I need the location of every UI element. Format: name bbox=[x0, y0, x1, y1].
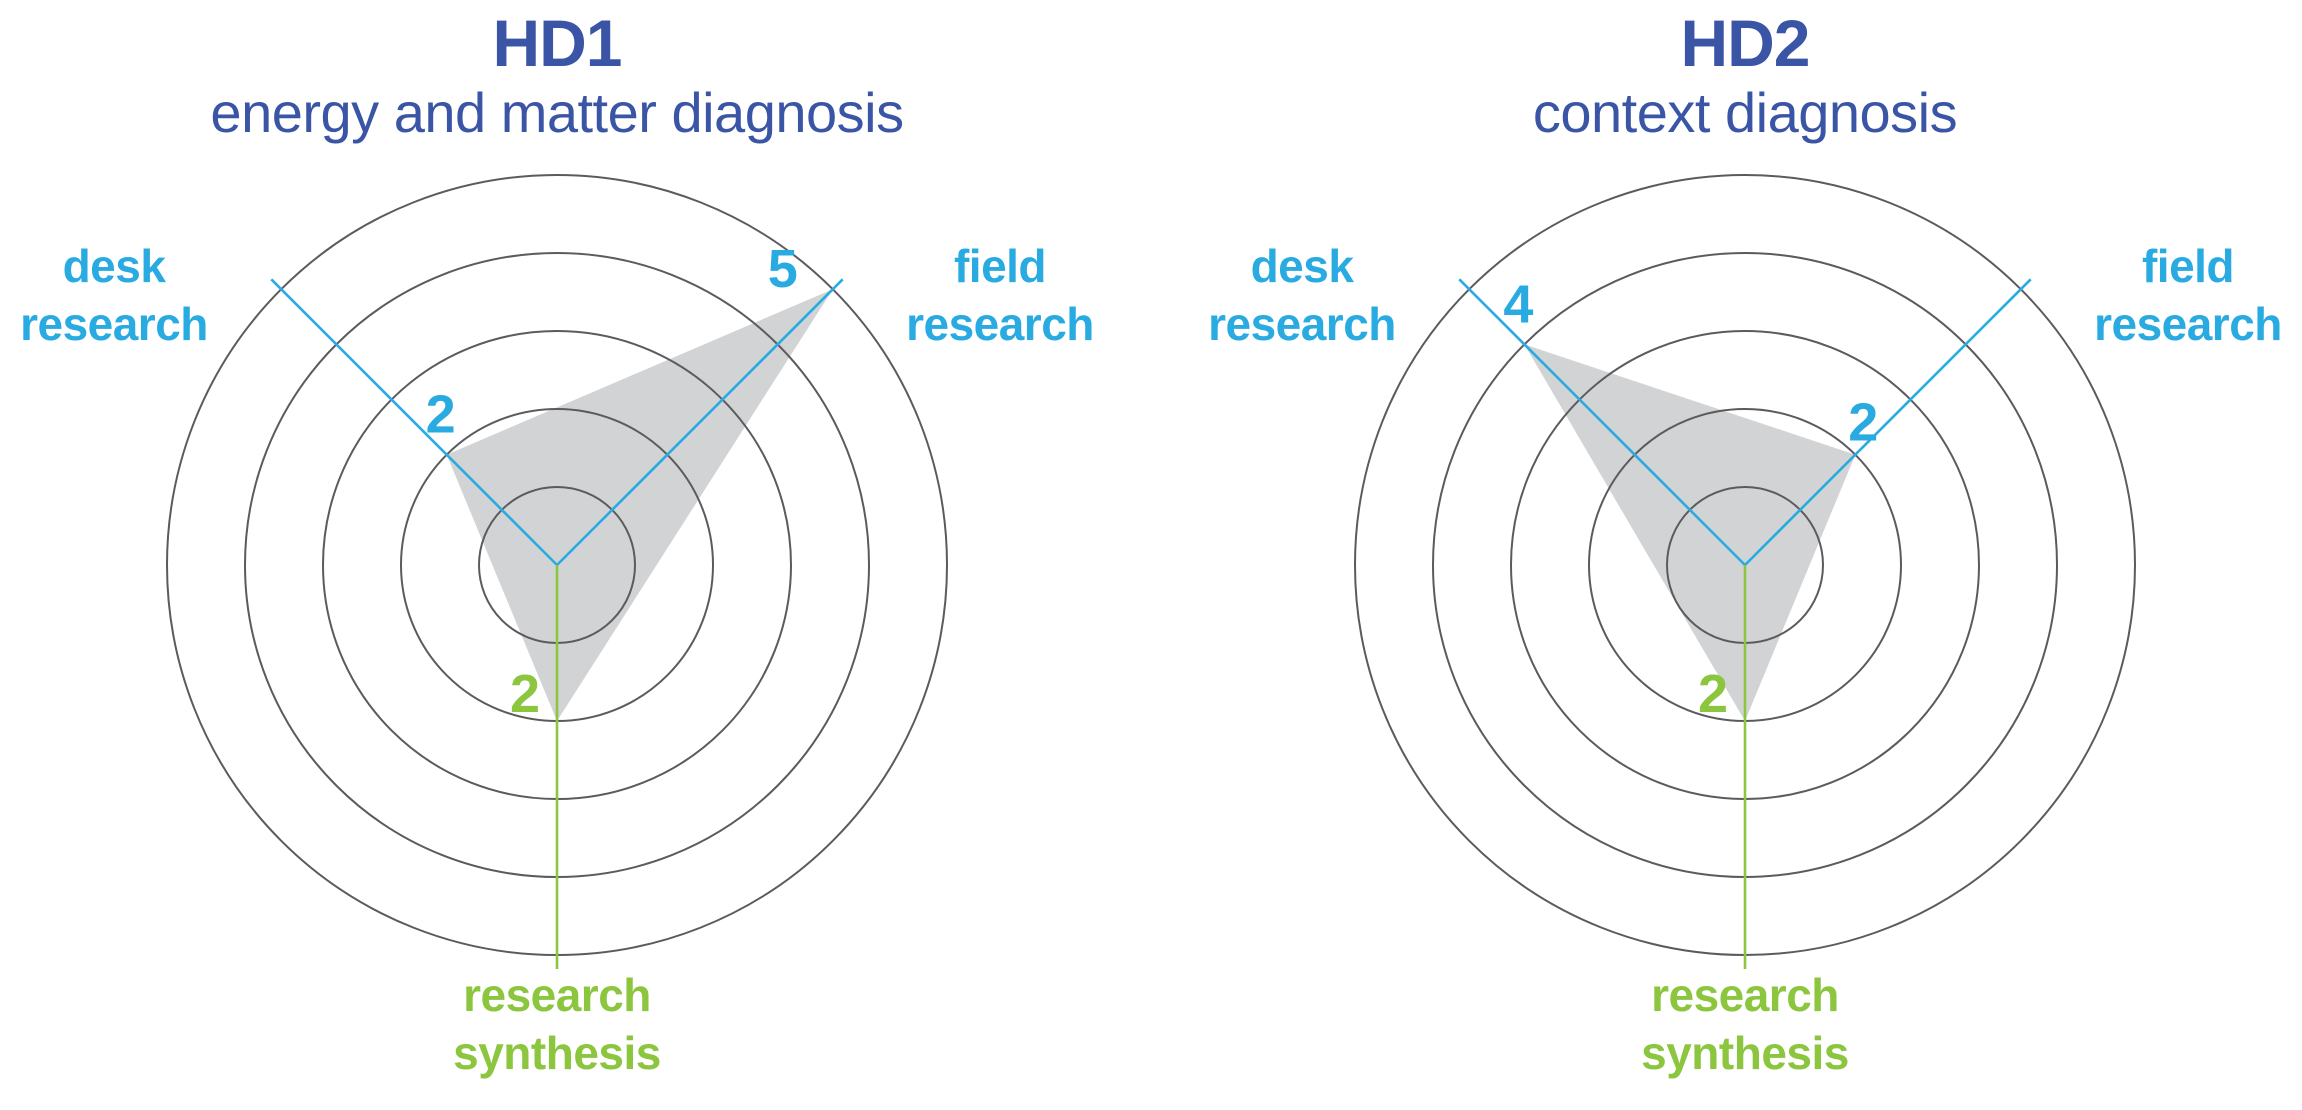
axis-label-field-research: field bbox=[2142, 240, 2234, 292]
radar-plot-hd2: 4 desk research 2 field research 2 research synt… bbox=[1208, 174, 2282, 1079]
chart-head-hd1: HD1 energy and matter diagnosis bbox=[107, 8, 1007, 144]
axis-line-field-research bbox=[1744, 278, 2032, 566]
value-label-field-research: 2 bbox=[1848, 393, 1878, 453]
chart-head-hd2: HD2 context diagnosis bbox=[1295, 8, 2195, 144]
value-label-research-synthesis: 2 bbox=[510, 664, 540, 724]
value-label-desk-research: 2 bbox=[426, 385, 456, 445]
axis-label-field-research: research bbox=[906, 298, 1094, 350]
axis-line-field-research bbox=[556, 278, 844, 566]
chart-subtitle: context diagnosis bbox=[1532, 81, 1958, 144]
value-label-field-research: 5 bbox=[768, 239, 798, 299]
radar-plot-hd1: 2 desk research 5 field research 2 research synt… bbox=[20, 174, 1094, 1079]
chart-title: HD1 bbox=[492, 6, 622, 80]
axis-label-research-synthesis: research bbox=[1651, 969, 1839, 1021]
axis-line-desk-research bbox=[270, 278, 558, 566]
data-polygon bbox=[1524, 344, 1856, 721]
axis-label-field-research: field bbox=[954, 240, 1046, 292]
axis-label-desk-research: desk bbox=[1251, 240, 1355, 292]
axis-label-research-synthesis: research bbox=[463, 969, 651, 1021]
axis-line-desk-research bbox=[1458, 278, 1746, 566]
axis-label-desk-research: research bbox=[1208, 298, 1396, 350]
value-label-research-synthesis: 2 bbox=[1698, 664, 1728, 724]
value-label-desk-research: 4 bbox=[1503, 274, 1533, 334]
axis-label-research-synthesis: synthesis bbox=[1641, 1027, 1849, 1079]
data-polygon bbox=[446, 289, 833, 721]
axis-label-research-synthesis: synthesis bbox=[453, 1027, 661, 1079]
chart-subtitle: energy and matter diagnosis bbox=[210, 81, 904, 144]
axis-label-field-research: research bbox=[2094, 298, 2282, 350]
axis-label-desk-research: desk bbox=[63, 240, 167, 292]
axis-label-desk-research: research bbox=[20, 298, 208, 350]
chart-title: HD2 bbox=[1680, 6, 1810, 80]
